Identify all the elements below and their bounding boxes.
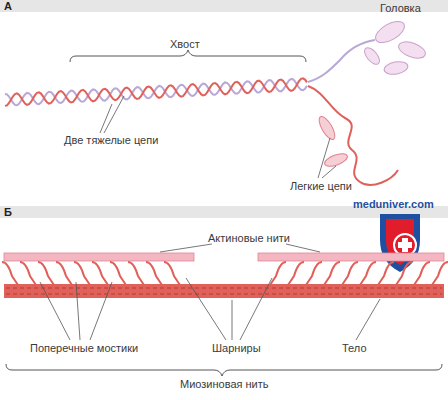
light-chain — [316, 114, 349, 169]
cross-bridge — [56, 262, 72, 285]
leader-line — [40, 244, 380, 340]
heavy-chain — [5, 78, 307, 106]
cross-bridge — [38, 262, 54, 285]
cross-bridge — [270, 262, 286, 285]
watermark: meduniver.com — [353, 198, 434, 210]
part-label: Головка — [380, 2, 421, 14]
myosin-body — [4, 284, 444, 298]
cross-bridge — [360, 262, 376, 285]
body-fibers — [6, 288, 442, 294]
cross-bridge — [92, 262, 108, 285]
cross-bridge — [378, 262, 394, 285]
panel-letter: А — [4, 0, 12, 12]
heavy-chain — [308, 40, 375, 82]
tail-bracket — [70, 50, 306, 62]
cross-bridge — [128, 262, 144, 285]
cross-bridge — [146, 262, 162, 285]
part-label: Миозиновая нить — [180, 378, 269, 390]
part-label: Легкие цепи — [290, 180, 352, 192]
myosin-head — [362, 17, 428, 76]
cross-bridge — [324, 262, 340, 285]
part-label: Шарниры — [212, 342, 261, 354]
heavy-chain — [5, 79, 307, 105]
heavy-chain — [308, 86, 398, 185]
cross-bridge — [164, 262, 180, 285]
cross-bridge — [74, 262, 90, 285]
part-label: Актиновые нити — [208, 232, 290, 244]
cross-bridge — [288, 262, 304, 285]
cross-bridge — [342, 262, 358, 285]
part-label: Поперечные мостики — [30, 342, 138, 354]
part-label: Тело — [342, 342, 367, 354]
cross-bridge — [2, 262, 448, 285]
heavy-chain-helix — [5, 78, 307, 106]
part-label: Хвост — [170, 38, 200, 50]
cross-bridge — [20, 262, 36, 285]
filament-bracket — [6, 364, 442, 376]
cross-bridge — [414, 262, 430, 285]
panel-letter: Б — [4, 206, 12, 218]
cross-bridge — [396, 262, 412, 285]
cross-bridge — [110, 262, 126, 285]
actin-filament — [4, 253, 194, 261]
cross-bridge — [2, 262, 18, 285]
actin-filament — [258, 253, 444, 261]
logo-shield — [380, 214, 420, 272]
cross-bridge — [432, 262, 448, 285]
cross-bridge — [306, 262, 322, 285]
part-label: Две тяжелые цепи — [64, 134, 158, 146]
